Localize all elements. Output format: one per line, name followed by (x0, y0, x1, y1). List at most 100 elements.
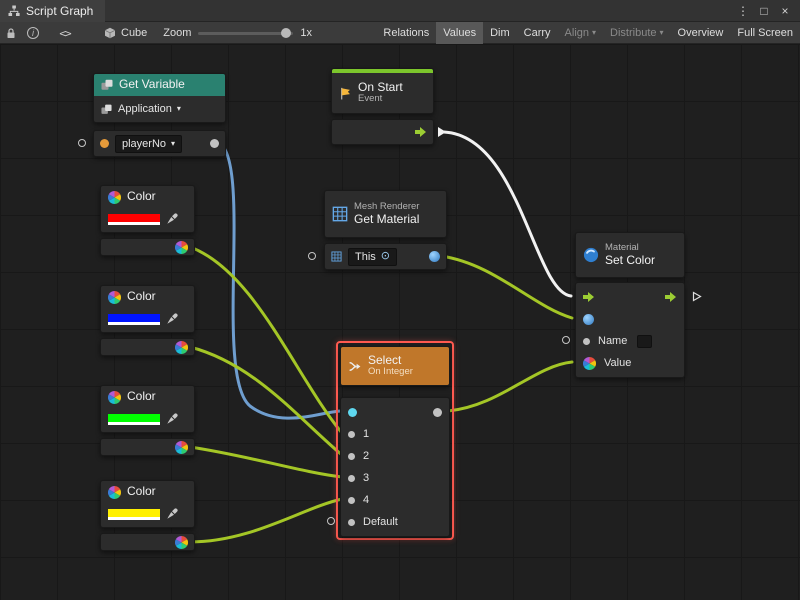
node-get-material-header[interactable]: Mesh Renderer Get Material (324, 190, 447, 238)
port-material-out[interactable] (429, 251, 440, 262)
chevron-down-icon: ▾ (176, 104, 181, 113)
node-color-4-ports[interactable] (100, 533, 195, 551)
info-button[interactable]: i (22, 22, 44, 44)
toolbar-button-fullscreen[interactable]: Full Screen (737, 27, 793, 39)
port-color-out[interactable] (175, 441, 188, 454)
wire-color2-select[interactable] (188, 345, 344, 457)
lock-icon (5, 27, 17, 39)
port-branch-2[interactable] (348, 452, 355, 460)
window-menu-button[interactable]: ⋮ (737, 4, 749, 18)
wire-color4-select[interactable] (188, 497, 344, 544)
node-title: Color (127, 389, 156, 404)
node-get-material-ports[interactable]: This ⊙ (324, 243, 447, 270)
port-branch-default[interactable] (348, 518, 355, 526)
node-color-3-header[interactable]: Color (100, 385, 195, 433)
zoom-label: Zoom (163, 27, 192, 39)
color-wheel-icon (108, 486, 121, 499)
node-select-ports[interactable]: 1 2 3 4 Default (340, 397, 450, 537)
port-material-in[interactable] (583, 313, 594, 325)
node-title: Color (127, 484, 156, 499)
eyedropper-icon[interactable] (166, 508, 178, 520)
toolbar-button-dim[interactable]: Dim (490, 27, 510, 39)
toolbar-button-relations[interactable]: Relations (383, 27, 430, 39)
wire-color1-select[interactable] (188, 245, 344, 435)
lock-button[interactable] (0, 22, 22, 44)
port-socket-get-variable[interactable] (78, 139, 86, 147)
node-get-variable-ports[interactable]: playerNo ▾ (93, 130, 226, 157)
material-icon (583, 247, 599, 263)
port-variable-name-in[interactable] (100, 139, 109, 148)
port-color-out[interactable] (175, 536, 188, 549)
graph-target-button[interactable]: Cube (94, 22, 157, 44)
port-branch-4[interactable] (348, 496, 355, 504)
flow-in-port[interactable] (583, 292, 595, 302)
node-set-color-ports[interactable]: Name Value (575, 282, 685, 378)
port-value-in[interactable] (583, 357, 596, 370)
wire-color3-select[interactable] (188, 445, 344, 479)
port-name-in[interactable] (583, 337, 590, 345)
port-branch-3[interactable] (348, 474, 355, 482)
node-get-variable-header[interactable]: Get Variable Application ▾ (93, 73, 226, 123)
node-title: Color (127, 289, 156, 304)
window-close-button[interactable]: × (781, 4, 789, 18)
wire-getmaterial-setcolor[interactable] (439, 254, 574, 320)
node-color-2-ports[interactable] (100, 338, 195, 356)
port-color-out[interactable] (175, 341, 188, 354)
port-socket-select-default[interactable] (327, 517, 335, 525)
node-color-1-ports[interactable] (100, 238, 195, 256)
tab-script-graph[interactable]: Script Graph (0, 0, 106, 22)
port-variable-value-out[interactable] (210, 139, 219, 148)
flow-connection-arrow (438, 127, 446, 137)
color-swatch[interactable] (108, 313, 160, 325)
color-swatch[interactable] (108, 508, 160, 520)
node-color-2-header[interactable]: Color (100, 285, 195, 333)
target-object-field[interactable]: This ⊙ (348, 247, 397, 266)
flow-out-port[interactable] (415, 127, 427, 137)
mesh-renderer-icon (332, 206, 348, 222)
zoom-slider-knob[interactable] (281, 27, 292, 38)
code-preview-button[interactable]: <> (54, 22, 76, 44)
node-color-4-header[interactable]: Color (100, 480, 195, 528)
variables-icon (101, 79, 113, 91)
wire-flow-onstart-setcolor[interactable] (442, 130, 573, 298)
graph-canvas[interactable]: Get Variable Application ▾ playerNo ▾ On… (0, 44, 800, 600)
port-color-out[interactable] (175, 241, 188, 254)
eyedropper-icon[interactable] (166, 313, 178, 325)
eyedropper-icon[interactable] (166, 213, 178, 225)
node-supertitle: Mesh Renderer (354, 200, 420, 212)
wire-playerno-selector[interactable] (218, 141, 344, 420)
toolbar-button-distribute[interactable]: Distribute ▾ (610, 27, 664, 39)
color-swatch[interactable] (108, 413, 160, 425)
node-color-3-ports[interactable] (100, 438, 195, 456)
wire-select-value[interactable] (446, 360, 574, 413)
toolbar-button-values[interactable]: Values (436, 22, 484, 44)
color-wheel-icon (108, 191, 121, 204)
window-maximize-button[interactable]: □ (760, 4, 768, 18)
node-subtitle: Event (358, 93, 383, 105)
toolbar-button-carry[interactable]: Carry (523, 27, 551, 39)
node-set-color-header[interactable]: Material Set Color (575, 232, 685, 278)
zoom-slider[interactable] (198, 27, 294, 38)
flow-out-port[interactable] (665, 292, 677, 302)
toolbar-button-overview[interactable]: Overview (677, 27, 724, 39)
object-picker-icon[interactable]: ⊙ (380, 250, 390, 262)
variable-scope-dropdown[interactable]: Application ▾ (118, 103, 181, 115)
zoom-control: Zoom 1x (157, 22, 318, 44)
color-swatch[interactable] (108, 213, 160, 225)
eyedropper-icon[interactable] (166, 413, 178, 425)
name-input[interactable] (637, 334, 653, 348)
info-icon: i (27, 27, 39, 39)
flow-socket-triangle[interactable] (692, 291, 703, 302)
port-socket-get-material[interactable] (308, 252, 316, 260)
node-on-start-ports[interactable] (331, 119, 434, 145)
port-branch-1[interactable] (348, 430, 355, 438)
toolbar-separator (44, 22, 54, 44)
toolbar-button-align[interactable]: Align ▾ (564, 27, 597, 39)
node-select-header[interactable]: Select On Integer (340, 346, 450, 386)
node-color-1-header[interactable]: Color (100, 185, 195, 233)
port-socket-set-color-name[interactable] (562, 336, 570, 344)
node-on-start-header[interactable]: On Start Event (331, 68, 434, 114)
port-selection-out[interactable] (433, 407, 442, 417)
variable-name-dropdown[interactable]: playerNo ▾ (115, 134, 183, 153)
port-selector-in[interactable] (348, 407, 357, 417)
